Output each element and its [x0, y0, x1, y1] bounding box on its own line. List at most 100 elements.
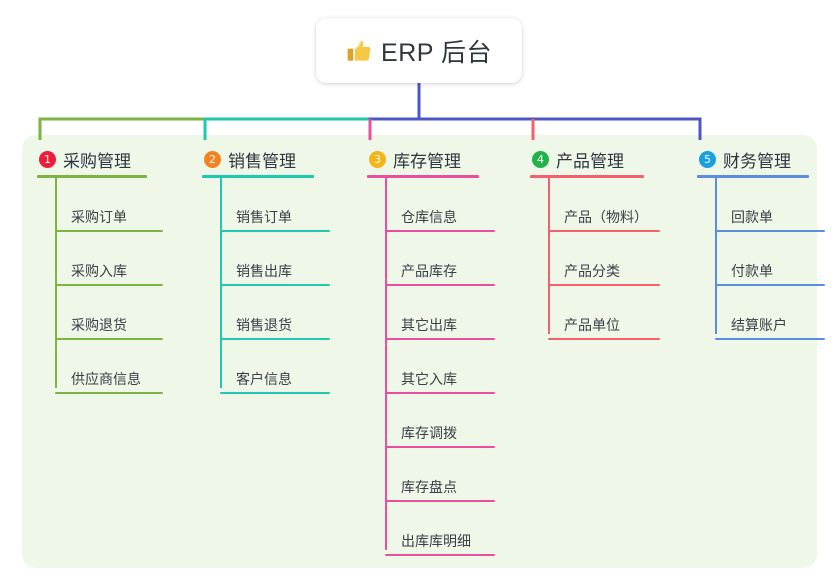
column-header-rule: [697, 175, 809, 178]
column-item-label: 采购订单: [71, 209, 127, 225]
column-item[interactable]: 客户信息: [202, 340, 347, 394]
column-item-label: 其它出库: [401, 317, 457, 333]
column-spine: [385, 178, 387, 550]
column-item-label: 库存盘点: [401, 479, 457, 495]
column-spine: [220, 178, 222, 388]
column-spine: [548, 178, 550, 334]
column-spine: [55, 178, 57, 388]
column-item-rule: [385, 284, 495, 286]
column-item[interactable]: 产品（物料）: [530, 178, 680, 232]
column-header-rule: [37, 175, 147, 178]
column-item-label: 采购入库: [71, 263, 127, 279]
column-item[interactable]: 其它入库: [367, 340, 522, 394]
diagram-panel: [22, 135, 817, 568]
column-title: 库存管理: [393, 151, 461, 171]
root-node-inner: ERP 后台: [346, 33, 492, 69]
column-库存管理: 3 库存管理仓库信息产品库存其它出库其它入库库存调拨库存盘点出库库明细: [367, 148, 522, 556]
column-header-rule: [202, 175, 314, 178]
column-item[interactable]: 产品分类: [530, 232, 680, 286]
column-number-badge: 5: [699, 150, 716, 168]
column-item-label: 销售订单: [236, 209, 292, 225]
column-item[interactable]: 销售出库: [202, 232, 347, 286]
column-item-label: 产品单位: [564, 317, 620, 333]
root-node-card[interactable]: ERP 后台: [316, 18, 522, 83]
column-item-label: 客户信息: [236, 371, 292, 387]
column-item[interactable]: 其它出库: [367, 286, 522, 340]
column-item-label: 库存调拨: [401, 425, 457, 441]
column-header[interactable]: 3 库存管理: [369, 148, 522, 171]
column-item-label: 产品库存: [401, 263, 457, 279]
column-item-label: 产品（物料）: [564, 209, 648, 225]
column-销售管理: 2 销售管理销售订单销售出库销售退货客户信息: [202, 148, 347, 394]
column-number-badge: 2: [204, 150, 221, 168]
thumbs-up-icon: [346, 38, 372, 64]
column-item-label: 出库库明细: [401, 533, 471, 549]
column-spine: [715, 178, 717, 334]
column-item[interactable]: 库存调拨: [367, 394, 522, 448]
column-title: 销售管理: [228, 151, 296, 171]
column-item[interactable]: 采购退货: [37, 286, 187, 340]
column-number-badge: 4: [532, 150, 549, 168]
column-item-rule: [385, 338, 495, 340]
column-item[interactable]: 供应商信息: [37, 340, 187, 394]
column-item-rule: [55, 392, 163, 394]
column-item-rule: [715, 284, 825, 286]
column-item-rule: [220, 392, 330, 394]
column-item-label: 采购退货: [71, 317, 127, 333]
column-title: 产品管理: [556, 151, 624, 171]
column-item-label: 付款单: [731, 263, 773, 279]
root-node-title: ERP 后台: [381, 38, 492, 67]
column-item-rule: [385, 392, 495, 394]
column-item-rule: [385, 446, 495, 448]
column-item-label: 销售出库: [236, 263, 292, 279]
column-item-label: 仓库信息: [401, 209, 457, 225]
column-item[interactable]: 付款单: [697, 232, 837, 286]
column-item-rule: [55, 230, 163, 232]
column-财务管理: 5 财务管理回款单付款单结算账户: [697, 148, 837, 340]
column-item-rule: [220, 284, 330, 286]
column-item-rule: [715, 230, 825, 232]
column-number-badge: 1: [39, 150, 56, 168]
column-header[interactable]: 4 产品管理: [532, 148, 680, 171]
column-item-label: 结算账户: [731, 317, 787, 333]
column-item[interactable]: 产品单位: [530, 286, 680, 340]
column-items: 仓库信息产品库存其它出库其它入库库存调拨库存盘点出库库明细: [367, 178, 522, 556]
column-header[interactable]: 2 销售管理: [204, 148, 347, 171]
column-item-rule: [55, 284, 163, 286]
column-item[interactable]: 出库库明细: [367, 502, 522, 556]
column-number-badge: 3: [369, 150, 386, 168]
column-item[interactable]: 销售订单: [202, 178, 347, 232]
column-item-rule: [55, 338, 163, 340]
column-items: 采购订单采购入库采购退货供应商信息: [37, 178, 187, 394]
column-item-rule: [220, 230, 330, 232]
column-item-label: 回款单: [731, 209, 773, 225]
column-item-rule: [715, 338, 825, 340]
column-items: 回款单付款单结算账户: [697, 178, 837, 340]
column-header[interactable]: 5 财务管理: [699, 148, 837, 171]
column-item-rule: [385, 554, 495, 556]
column-item-rule: [385, 230, 495, 232]
column-产品管理: 4 产品管理产品（物料） 产品分类产品单位: [530, 148, 680, 340]
column-item-rule: [548, 230, 660, 232]
column-header-rule: [530, 175, 644, 178]
column-item-label: 销售退货: [236, 317, 292, 333]
column-item[interactable]: 销售退货: [202, 286, 347, 340]
column-item[interactable]: 库存盘点: [367, 448, 522, 502]
column-item[interactable]: 结算账户: [697, 286, 837, 340]
column-item[interactable]: 采购订单: [37, 178, 187, 232]
column-item[interactable]: 产品库存: [367, 232, 522, 286]
column-header[interactable]: 1 采购管理: [39, 148, 187, 171]
column-title: 财务管理: [723, 151, 791, 171]
column-items: 销售订单销售出库销售退货客户信息: [202, 178, 347, 394]
column-item-label: 供应商信息: [71, 371, 141, 387]
column-items: 产品（物料） 产品分类产品单位: [530, 178, 680, 340]
column-title: 采购管理: [63, 151, 131, 171]
column-item-rule: [220, 338, 330, 340]
column-item[interactable]: 仓库信息: [367, 178, 522, 232]
column-item[interactable]: 回款单: [697, 178, 837, 232]
column-item-rule: [548, 284, 660, 286]
column-item[interactable]: 采购入库: [37, 232, 187, 286]
column-item-rule: [548, 338, 660, 340]
column-item-rule: [385, 500, 495, 502]
